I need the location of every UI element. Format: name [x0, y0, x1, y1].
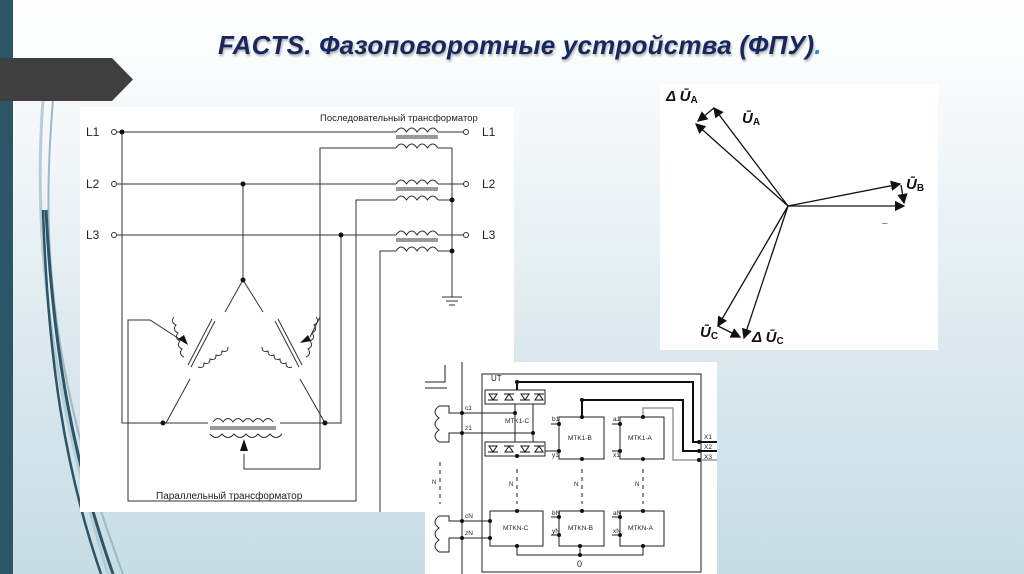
- phasor-svg: [695, 106, 908, 340]
- output-l3-label: L3: [482, 228, 496, 242]
- circuit-svg: [111, 127, 469, 512]
- module-mtk1-b: MTK1-B: [568, 435, 592, 442]
- output-x1: X1: [704, 434, 712, 441]
- title-dot: .: [814, 30, 822, 60]
- uc-label: ŪC: [700, 324, 719, 342]
- delta-uc-label: Δ ŪC: [752, 329, 784, 347]
- n-label-c: N: [509, 482, 514, 488]
- output-x2: X2: [704, 444, 712, 451]
- terminal-b1: b1: [552, 416, 560, 423]
- output-x3: X3: [704, 454, 712, 461]
- input-l2-label: L2: [86, 177, 100, 191]
- output-l1-label: L1: [482, 125, 496, 139]
- module-mtkn-a: MTKN-A: [628, 525, 653, 532]
- terminal-cn: cN: [465, 513, 473, 520]
- accent-bar: [0, 0, 13, 574]
- slide-title: FACTS. Фазоповоротные устройства (ФПУ).: [218, 30, 822, 61]
- terminal-yn: yN: [552, 528, 560, 535]
- arrow-tab-decoration: [0, 58, 133, 101]
- terminal-bn: bN: [552, 510, 561, 517]
- stray-dash: –: [882, 218, 888, 229]
- thyristor-switch-diagram: UT MTK1-C MTK1-B MTK1-A MTKN-C MTKN-B MT…: [425, 362, 717, 574]
- phasor-diagram: Δ ŪA ŪA ŪB – ŪC Δ ŪC: [660, 84, 938, 350]
- thyristor-svg: [425, 362, 717, 574]
- output-l2-label: L2: [482, 177, 496, 191]
- n-label-b: N: [574, 482, 579, 488]
- terminal-y1: y1: [552, 452, 559, 459]
- module-mtkn-c: MTKN-C: [503, 525, 529, 532]
- module-mtk1-c: MTK1-C: [505, 418, 530, 425]
- neutral-zero-label: 0: [577, 559, 583, 569]
- terminal-an: aN: [613, 510, 622, 517]
- parallel-transformer-label: Параллельный трансформатор: [156, 491, 303, 502]
- ut-label: UT: [491, 374, 502, 383]
- terminal-x1: x1: [613, 452, 620, 459]
- terminal-z1: z1: [465, 425, 472, 432]
- terminal-c1: c1: [465, 405, 472, 412]
- terminal-zn: zN: [465, 530, 473, 537]
- input-l3-label: L3: [86, 228, 100, 242]
- terminal-a1: a1: [613, 416, 621, 423]
- n-label-a: N: [635, 482, 640, 488]
- ub-label: ŪB: [906, 176, 925, 194]
- terminal-xn: xN: [613, 528, 621, 535]
- delta-ua-label: Δ ŪA: [666, 88, 698, 106]
- ua-label: ŪA: [742, 110, 761, 128]
- n-label-coil: N: [432, 480, 437, 486]
- title-text: FACTS. Фазоповоротные устройства (ФПУ): [218, 30, 815, 60]
- module-mtkn-b: MTKN-B: [568, 525, 593, 532]
- module-mtk1-a: MTK1-A: [628, 435, 652, 442]
- input-l1-label: L1: [86, 125, 100, 139]
- series-transformer-label: Последовательный трансформатор: [320, 113, 478, 124]
